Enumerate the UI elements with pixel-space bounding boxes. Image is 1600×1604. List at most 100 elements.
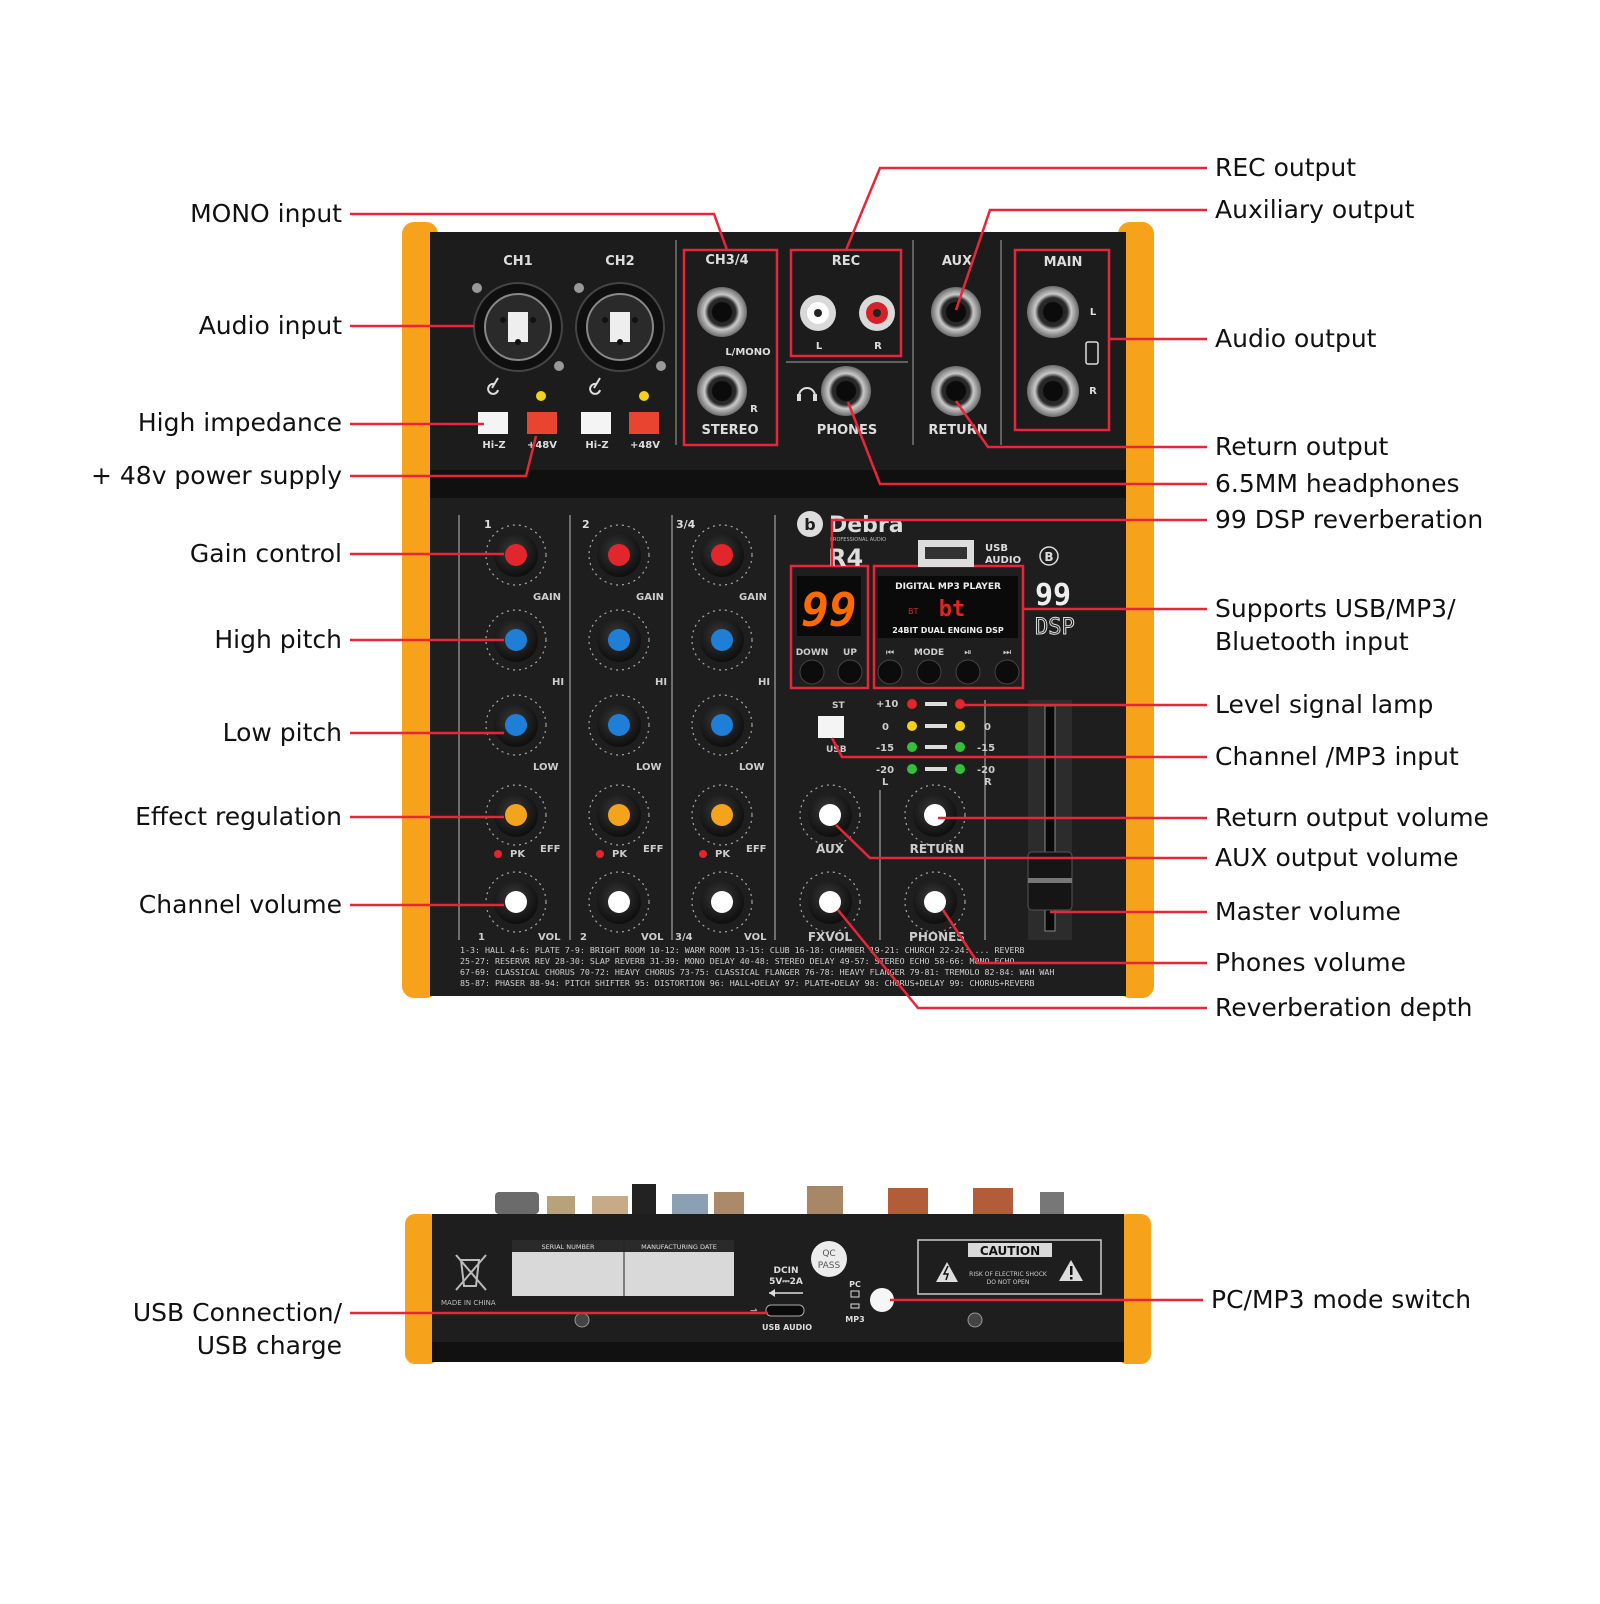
ch1-48v-label: +48V (527, 440, 557, 451)
ch34-r-label: R (750, 404, 758, 415)
ch34-eff-knob[interactable] (691, 784, 753, 846)
mode-button[interactable] (916, 659, 942, 685)
down-label: DOWN (796, 648, 829, 658)
screw-icon (967, 1312, 983, 1328)
eff-label: EFF (540, 844, 561, 855)
ch34-vol-knob[interactable] (691, 871, 753, 933)
meter-m15-r: -15 (977, 743, 995, 754)
caution-sub-1: RISK OF ELECTRIC SHOCK (969, 1271, 1048, 1278)
hi-label: HI (758, 677, 770, 688)
svg-text:B: B (1044, 550, 1053, 564)
callout-lines (350, 166, 1207, 1315)
meter-m20-r: -20 (977, 765, 995, 776)
ch1-eff-knob[interactable] (485, 784, 547, 846)
rec-l-rca[interactable] (800, 295, 836, 331)
screw-icon (574, 1312, 590, 1328)
callout-auxiliary-output: Auxiliary output (1215, 195, 1415, 224)
ch3-lmono-jack[interactable] (697, 287, 747, 337)
callout-audio-output: Audio output (1215, 324, 1377, 353)
main-l-jack[interactable] (1027, 286, 1079, 338)
usb-audio-label-bottom: AUDIO (985, 555, 1021, 566)
low-label: LOW (636, 762, 662, 773)
headphones-icon (797, 387, 817, 401)
callout-usb-mp3-bt-line-2: Bluetooth input (1215, 627, 1409, 656)
strip-34-vol-number: 3/4 (675, 932, 693, 943)
svg-text:⏯: ⏯ (964, 648, 971, 658)
qc-label: QC (822, 1249, 835, 1259)
dcin-label: DCIN (774, 1266, 799, 1276)
prev-button[interactable] (877, 659, 903, 685)
ch34-label: CH3/4 (705, 253, 748, 268)
play-pause-button[interactable] (955, 659, 981, 685)
ch4-r-jack[interactable] (697, 366, 747, 416)
return-knob-label: RETURN (910, 842, 965, 856)
aux-knob-label: AUX (816, 842, 845, 856)
ch2-hiz-switch[interactable] (581, 412, 611, 434)
ch1-hi-knob[interactable] (485, 609, 547, 671)
stereo-label: STEREO (701, 423, 758, 438)
strip-2-label: 2 (582, 518, 590, 531)
meter-l: L (882, 777, 889, 788)
ch2-vol-knob[interactable] (588, 871, 650, 933)
ch1-48v-switch[interactable] (527, 412, 557, 434)
return-jack[interactable] (931, 366, 981, 416)
ch1-label: CH1 (503, 254, 532, 269)
ch2-combo-jack[interactable] (574, 282, 666, 372)
ch2-eff-knob[interactable] (588, 784, 650, 846)
ch2-low-knob[interactable] (588, 694, 650, 756)
dsp-number: 99 (1035, 578, 1071, 613)
left-bumper (402, 222, 438, 998)
gain-label: GAIN (636, 592, 664, 603)
vol-label: VOL (641, 932, 664, 943)
callout-audio-input: Audio input (198, 311, 342, 340)
pk-label: PK (715, 849, 731, 860)
callout-rec-output: REC output (1215, 153, 1357, 182)
ch1-hiz-switch[interactable] (478, 412, 508, 434)
main-r-jack[interactable] (1027, 365, 1079, 417)
aux-knob[interactable] (799, 784, 861, 846)
main-l-label: L (1090, 307, 1097, 318)
phones-label: PHONES (817, 423, 878, 438)
low-label: LOW (739, 762, 765, 773)
ch2-hiz-label: Hi-Z (585, 440, 608, 451)
next-button[interactable] (994, 659, 1020, 685)
return-knob[interactable] (904, 784, 966, 846)
st-usb-switch[interactable] (818, 716, 844, 738)
ch1-vol-knob[interactable] (485, 871, 547, 933)
ch1-low-knob[interactable] (485, 694, 547, 756)
mp3-bt-label: BT (908, 607, 918, 616)
up-button[interactable] (837, 659, 863, 685)
ch34-hi-knob[interactable] (691, 609, 753, 671)
rec-label: REC (832, 254, 860, 269)
down-button[interactable] (799, 659, 825, 685)
exclamation-warning-icon (1059, 1260, 1083, 1281)
back-right-bumper (1117, 1214, 1151, 1364)
ch34-low-knob[interactable] (691, 694, 753, 756)
pc-mp3-switch[interactable] (870, 1288, 894, 1312)
main-label: MAIN (1044, 255, 1083, 270)
model-name: R4 (828, 544, 863, 572)
fxvol-knob-label: FXVOL (808, 930, 853, 944)
eff-label: EFF (643, 844, 664, 855)
ch2-label: CH2 (605, 254, 634, 269)
ch1-gain-knob[interactable] (485, 524, 547, 586)
mp3-title: DIGITAL MP3 PLAYER (895, 582, 1001, 592)
dcin-spec: 5V⎓2A (769, 1277, 803, 1287)
meter-0-r: 0 (984, 722, 991, 733)
meter-r: R (984, 777, 992, 788)
dsp-label: DSP (1035, 615, 1075, 640)
rec-r-rca[interactable] (859, 295, 895, 331)
debra-logo-icon: b (797, 511, 823, 537)
ch2-gain-knob[interactable] (588, 524, 650, 586)
ch1-combo-jack[interactable] (472, 282, 564, 372)
ch2-hi-knob[interactable] (588, 609, 650, 671)
phones-jack[interactable] (821, 366, 871, 416)
callout-usb-mp3-bt: Supports USB/MP3/ Bluetooth input (1215, 592, 1456, 658)
mixer-back-view: MADE IN CHINA SERIAL NUMBER MANUFACTURIN… (405, 1184, 1151, 1364)
svg-text:b: b (804, 515, 815, 534)
phones-knob-label: PHONES (909, 930, 965, 944)
usb-c-port[interactable] (765, 1304, 805, 1317)
ch34-gain-knob[interactable] (691, 524, 753, 586)
aux-jack[interactable] (931, 287, 981, 337)
ch2-48v-switch[interactable] (629, 412, 659, 434)
